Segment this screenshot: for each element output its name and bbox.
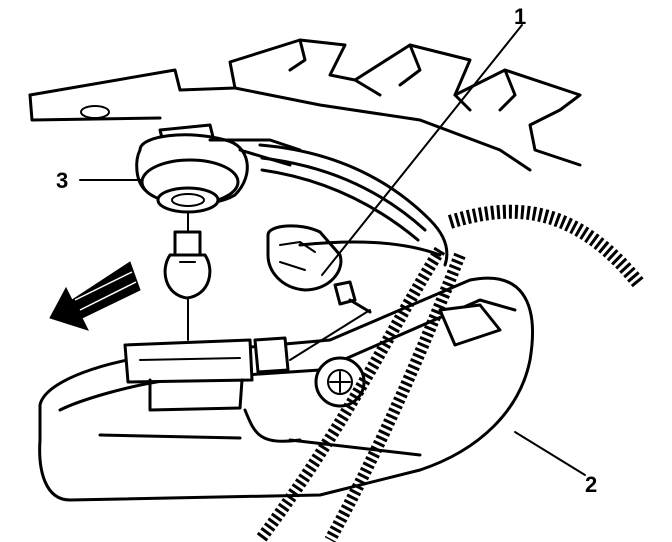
leader-line-1 [321,24,523,276]
leader-lines [79,24,586,476]
bulb [163,211,212,341]
wiring-harness [258,143,449,267]
harness-connector [266,224,442,314]
bulb-socket [135,123,302,214]
leader-line-2 [514,431,586,476]
wiring-conduit [255,204,646,542]
body-panel [28,38,582,172]
callout-3: 3 [56,168,68,193]
lamp-housing [38,276,534,502]
direction-arrow [49,261,141,331]
callout-1: 1 [514,4,526,29]
callout-2: 2 [585,472,597,497]
